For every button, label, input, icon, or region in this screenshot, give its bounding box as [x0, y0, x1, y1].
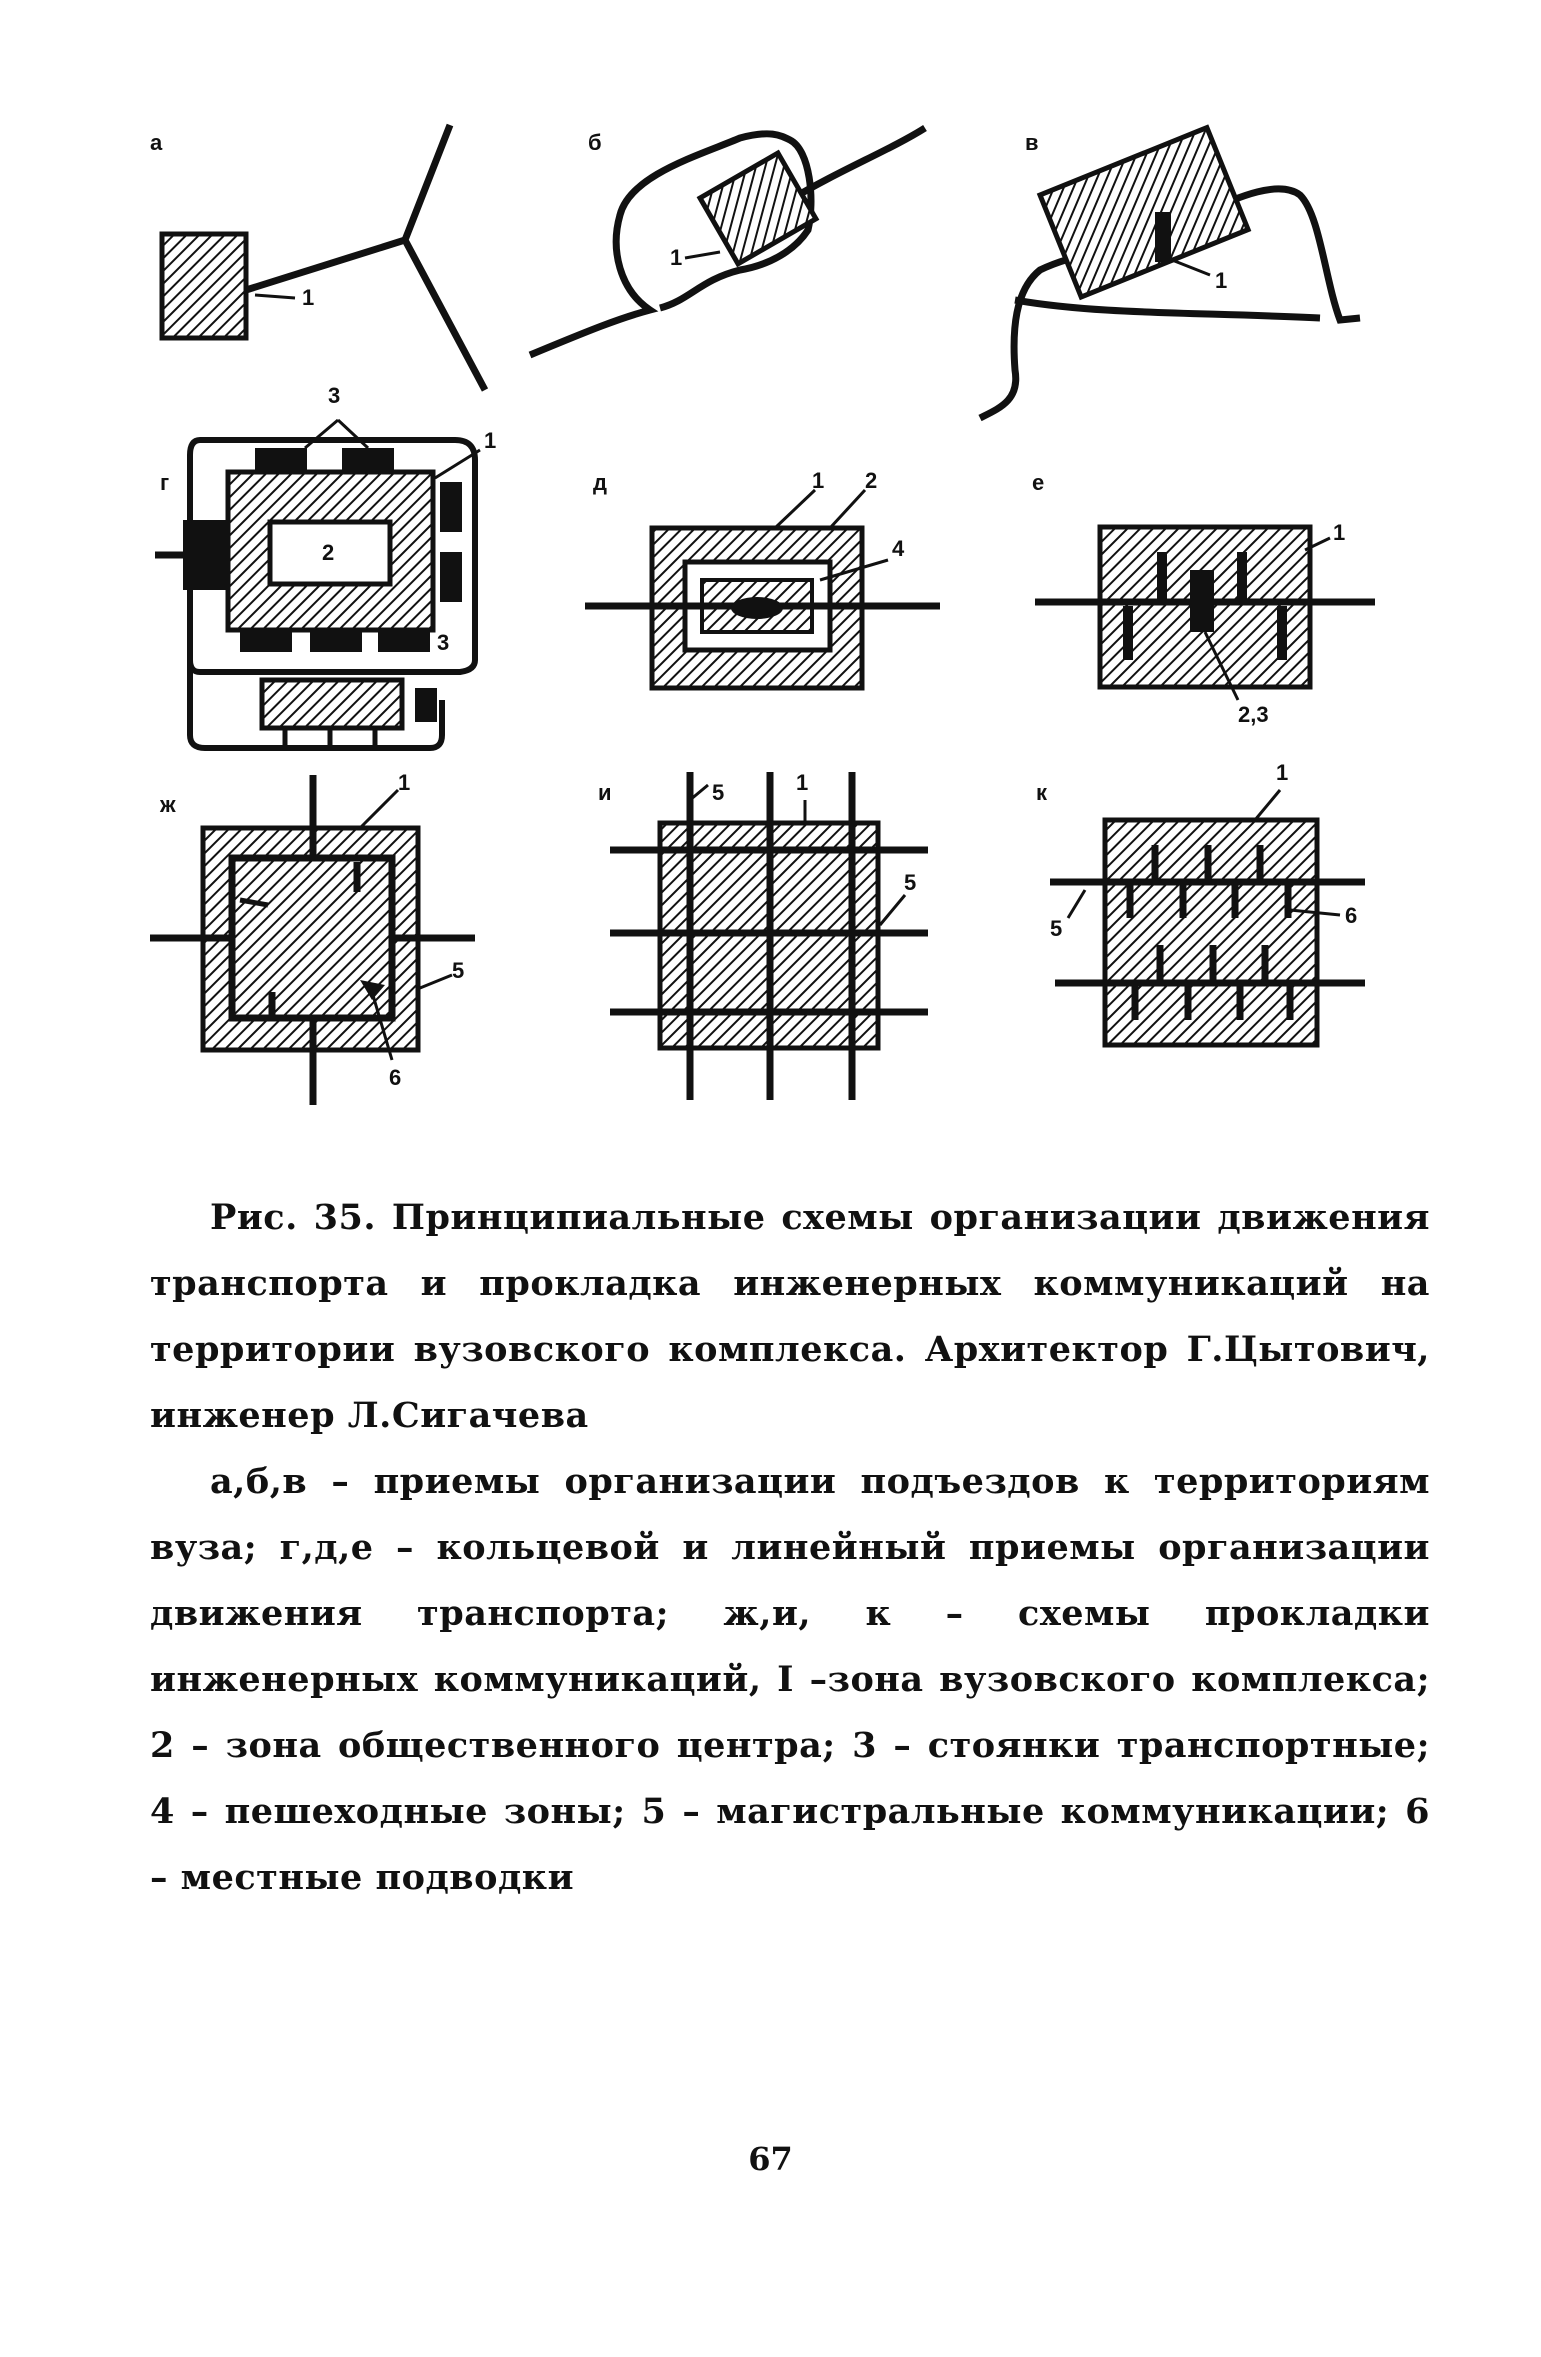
panel-letter-g: г: [160, 470, 169, 495]
campus-zone: [200, 825, 421, 1053]
caption-title: Рис. 35. Принципиальные схемы организаци…: [150, 1197, 1430, 1436]
label-1: 1: [1333, 520, 1345, 545]
campus-zone: [696, 149, 820, 268]
page-number: 67: [748, 2140, 793, 2178]
label-3b: 3: [437, 630, 449, 655]
panel-d: д 1 2 4: [585, 468, 940, 691]
label-6: 6: [389, 1065, 401, 1090]
panel-k: к 1 5 6: [1036, 760, 1365, 1048]
label-2-3: 2,3: [1238, 702, 1269, 727]
panel-g: г 2 3 1 3: [155, 383, 496, 751]
panel-letter-b: б: [588, 130, 602, 155]
panel-letter-a: а: [150, 130, 163, 155]
panel-b: б 1: [528, 125, 927, 359]
figure-caption: Рис. 35. Принципиальные схемы организаци…: [150, 1185, 1430, 1911]
panel-v: в 1: [978, 124, 1361, 422]
public-center: [267, 519, 393, 587]
campus-zone: [159, 231, 249, 341]
label-1: 1: [302, 285, 314, 310]
panel-letter-k: к: [1036, 780, 1048, 805]
label-1: 1: [398, 770, 410, 795]
label-5: 5: [452, 958, 464, 983]
label-1: 1: [1215, 268, 1227, 293]
label-1: 1: [1276, 760, 1288, 785]
panel-letter-i: и: [598, 780, 612, 805]
label-1: 1: [796, 770, 808, 795]
panel-a: а 1: [150, 123, 489, 392]
panel-letter-v: в: [1025, 130, 1039, 155]
figure-35-schemes: а 1 б 1 в 1 г 2: [150, 123, 1375, 1105]
panel-letter-zh: ж: [159, 792, 176, 817]
label-5: 5: [1050, 916, 1062, 941]
label-5b: 5: [904, 870, 916, 895]
label-5: 5: [712, 780, 724, 805]
panel-zh: ж 1 5 6: [150, 770, 475, 1105]
campus-zone: [1036, 124, 1252, 301]
label-4: 4: [892, 536, 905, 561]
label-2: 2: [322, 540, 334, 565]
label-1: 1: [670, 245, 682, 270]
label-1: 1: [812, 468, 824, 493]
panel-i: и 5 1 5: [598, 770, 928, 1100]
label-1: 1: [484, 428, 496, 453]
panel-letter-d: д: [593, 470, 607, 495]
caption-legend: а,б,в – приемы организации подъездов к т…: [150, 1461, 1430, 1898]
label-3: 3: [328, 383, 340, 408]
panel-letter-e: е: [1032, 470, 1044, 495]
label-2: 2: [865, 468, 877, 493]
panel-e: е 1 2,3: [1032, 470, 1375, 727]
public-zone: [259, 677, 405, 731]
label-6: 6: [1345, 903, 1357, 928]
